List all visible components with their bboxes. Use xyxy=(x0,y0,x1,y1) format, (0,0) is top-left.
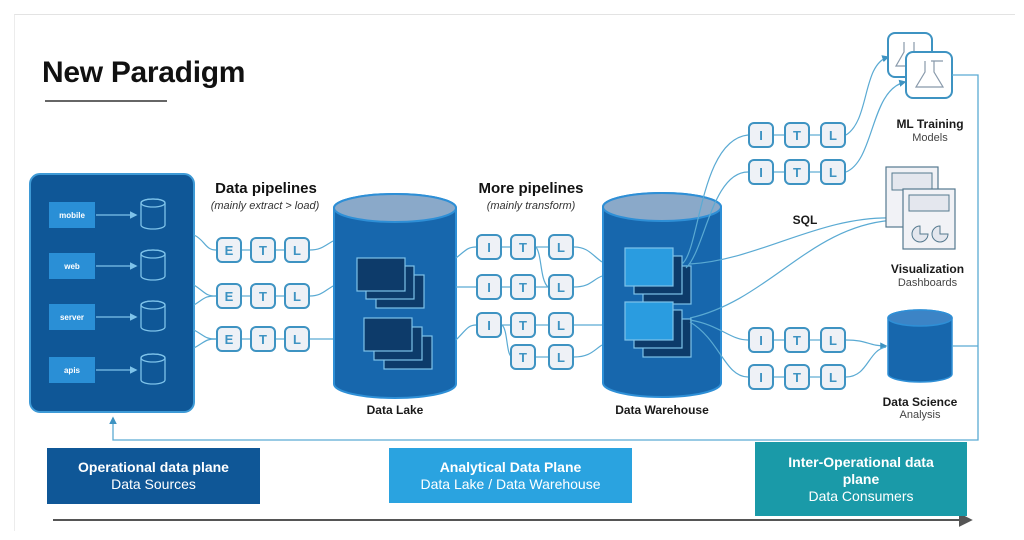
slide-frame xyxy=(14,14,1015,531)
consumer-connectors xyxy=(681,55,907,378)
pipelines1-heading: Data pipelines xyxy=(215,180,317,197)
operational-plane-banner: Operational data plane Data Sources xyxy=(47,448,260,504)
interop-plane-subtitle: Data Consumers xyxy=(808,487,914,504)
data-warehouse-tables-icon xyxy=(624,247,692,358)
analytical-plane-title: Analytical Data Plane xyxy=(439,458,582,475)
dashboard-icon xyxy=(885,166,956,250)
itl-box-l: L xyxy=(820,364,846,390)
page-title: New Paradigm xyxy=(42,56,246,89)
source-db-apis xyxy=(96,353,166,385)
etl-box-t: T xyxy=(250,237,276,263)
ml-training-icon xyxy=(887,32,953,99)
itl-box-t: T xyxy=(784,364,810,390)
itl-box-t: T xyxy=(784,122,810,148)
itl-box-l: L xyxy=(820,122,846,148)
feedback-loop-line xyxy=(109,74,979,441)
pipeline2-connectors xyxy=(455,246,603,358)
itl-box-l: L xyxy=(820,327,846,353)
itl-box-i: I xyxy=(748,327,774,353)
etl-box-t: T xyxy=(250,283,276,309)
itl-box-i: I xyxy=(748,122,774,148)
source-server: server xyxy=(49,304,95,330)
itl-box-l: L xyxy=(548,344,574,370)
pipelines2-heading: More pipelines xyxy=(478,180,584,197)
itl-box-t: T xyxy=(510,312,536,338)
sql-label: SQL xyxy=(792,213,818,227)
operational-plane-title: Operational data plane xyxy=(78,459,229,475)
data-science-title: Data Science xyxy=(882,395,958,409)
analytical-plane-banner: Analytical Data Plane Data Lake / Data W… xyxy=(389,448,632,503)
itl-box-l: L xyxy=(820,159,846,185)
itl-box-t: T xyxy=(784,159,810,185)
interop-plane-title: Inter-Operational data plane xyxy=(788,453,934,487)
itl-box-i: I xyxy=(748,364,774,390)
itl-box-l: L xyxy=(548,312,574,338)
pipelines1-subheading: (mainly extract > load) xyxy=(210,200,320,212)
visualization-title: Visualization xyxy=(890,262,965,276)
data-science-subtitle: Analysis xyxy=(899,409,941,421)
data-lake-files-icon xyxy=(356,257,433,370)
itl-box-l: L xyxy=(548,234,574,260)
source-db-web xyxy=(96,249,166,281)
operational-plane-subtitle: Data Sources xyxy=(111,476,196,492)
data-warehouse-label: Data Warehouse xyxy=(615,403,709,417)
etl-box-e: E xyxy=(216,237,242,263)
source-db-mobile xyxy=(96,198,166,230)
interop-plane-banner: Inter-Operational data plane Data Consum… xyxy=(755,442,967,516)
etl-box-l: L xyxy=(284,237,310,263)
source-web: web xyxy=(49,253,95,279)
etl-box-e: E xyxy=(216,283,242,309)
analytical-plane-subtitle: Data Lake / Data Warehouse xyxy=(420,475,601,492)
etl-box-e: E xyxy=(216,326,242,352)
itl-box-t: T xyxy=(510,344,536,370)
source-db-icons xyxy=(96,198,166,385)
itl-box-i: I xyxy=(476,234,502,260)
source-mobile: mobile xyxy=(49,202,95,228)
source-db-server xyxy=(96,300,166,332)
itl-box-i: I xyxy=(476,312,502,338)
itl-box-l: L xyxy=(548,274,574,300)
data-warehouse-cylinder xyxy=(602,192,722,398)
pipeline1-connectors xyxy=(193,234,336,349)
etl-box-t: T xyxy=(250,326,276,352)
source-container xyxy=(29,173,195,413)
ml-training-subtitle: Models xyxy=(912,132,948,144)
etl-box-l: L xyxy=(284,283,310,309)
ml-training-title: ML Training xyxy=(896,117,964,131)
pipelines2-subheading: (mainly transform) xyxy=(486,200,576,212)
data-science-cylinder xyxy=(887,309,953,383)
itl-box-t: T xyxy=(784,327,810,353)
title-underline xyxy=(45,100,167,102)
itl-box-i: I xyxy=(476,274,502,300)
itl-box-t: T xyxy=(510,234,536,260)
source-apis: apis xyxy=(49,357,95,383)
data-lake-cylinder xyxy=(333,193,457,399)
data-lake-label: Data Lake xyxy=(366,403,424,417)
itl-box-i: I xyxy=(748,159,774,185)
visualization-subtitle: Dashboards xyxy=(897,277,958,289)
itl-box-t: T xyxy=(510,274,536,300)
etl-box-l: L xyxy=(284,326,310,352)
